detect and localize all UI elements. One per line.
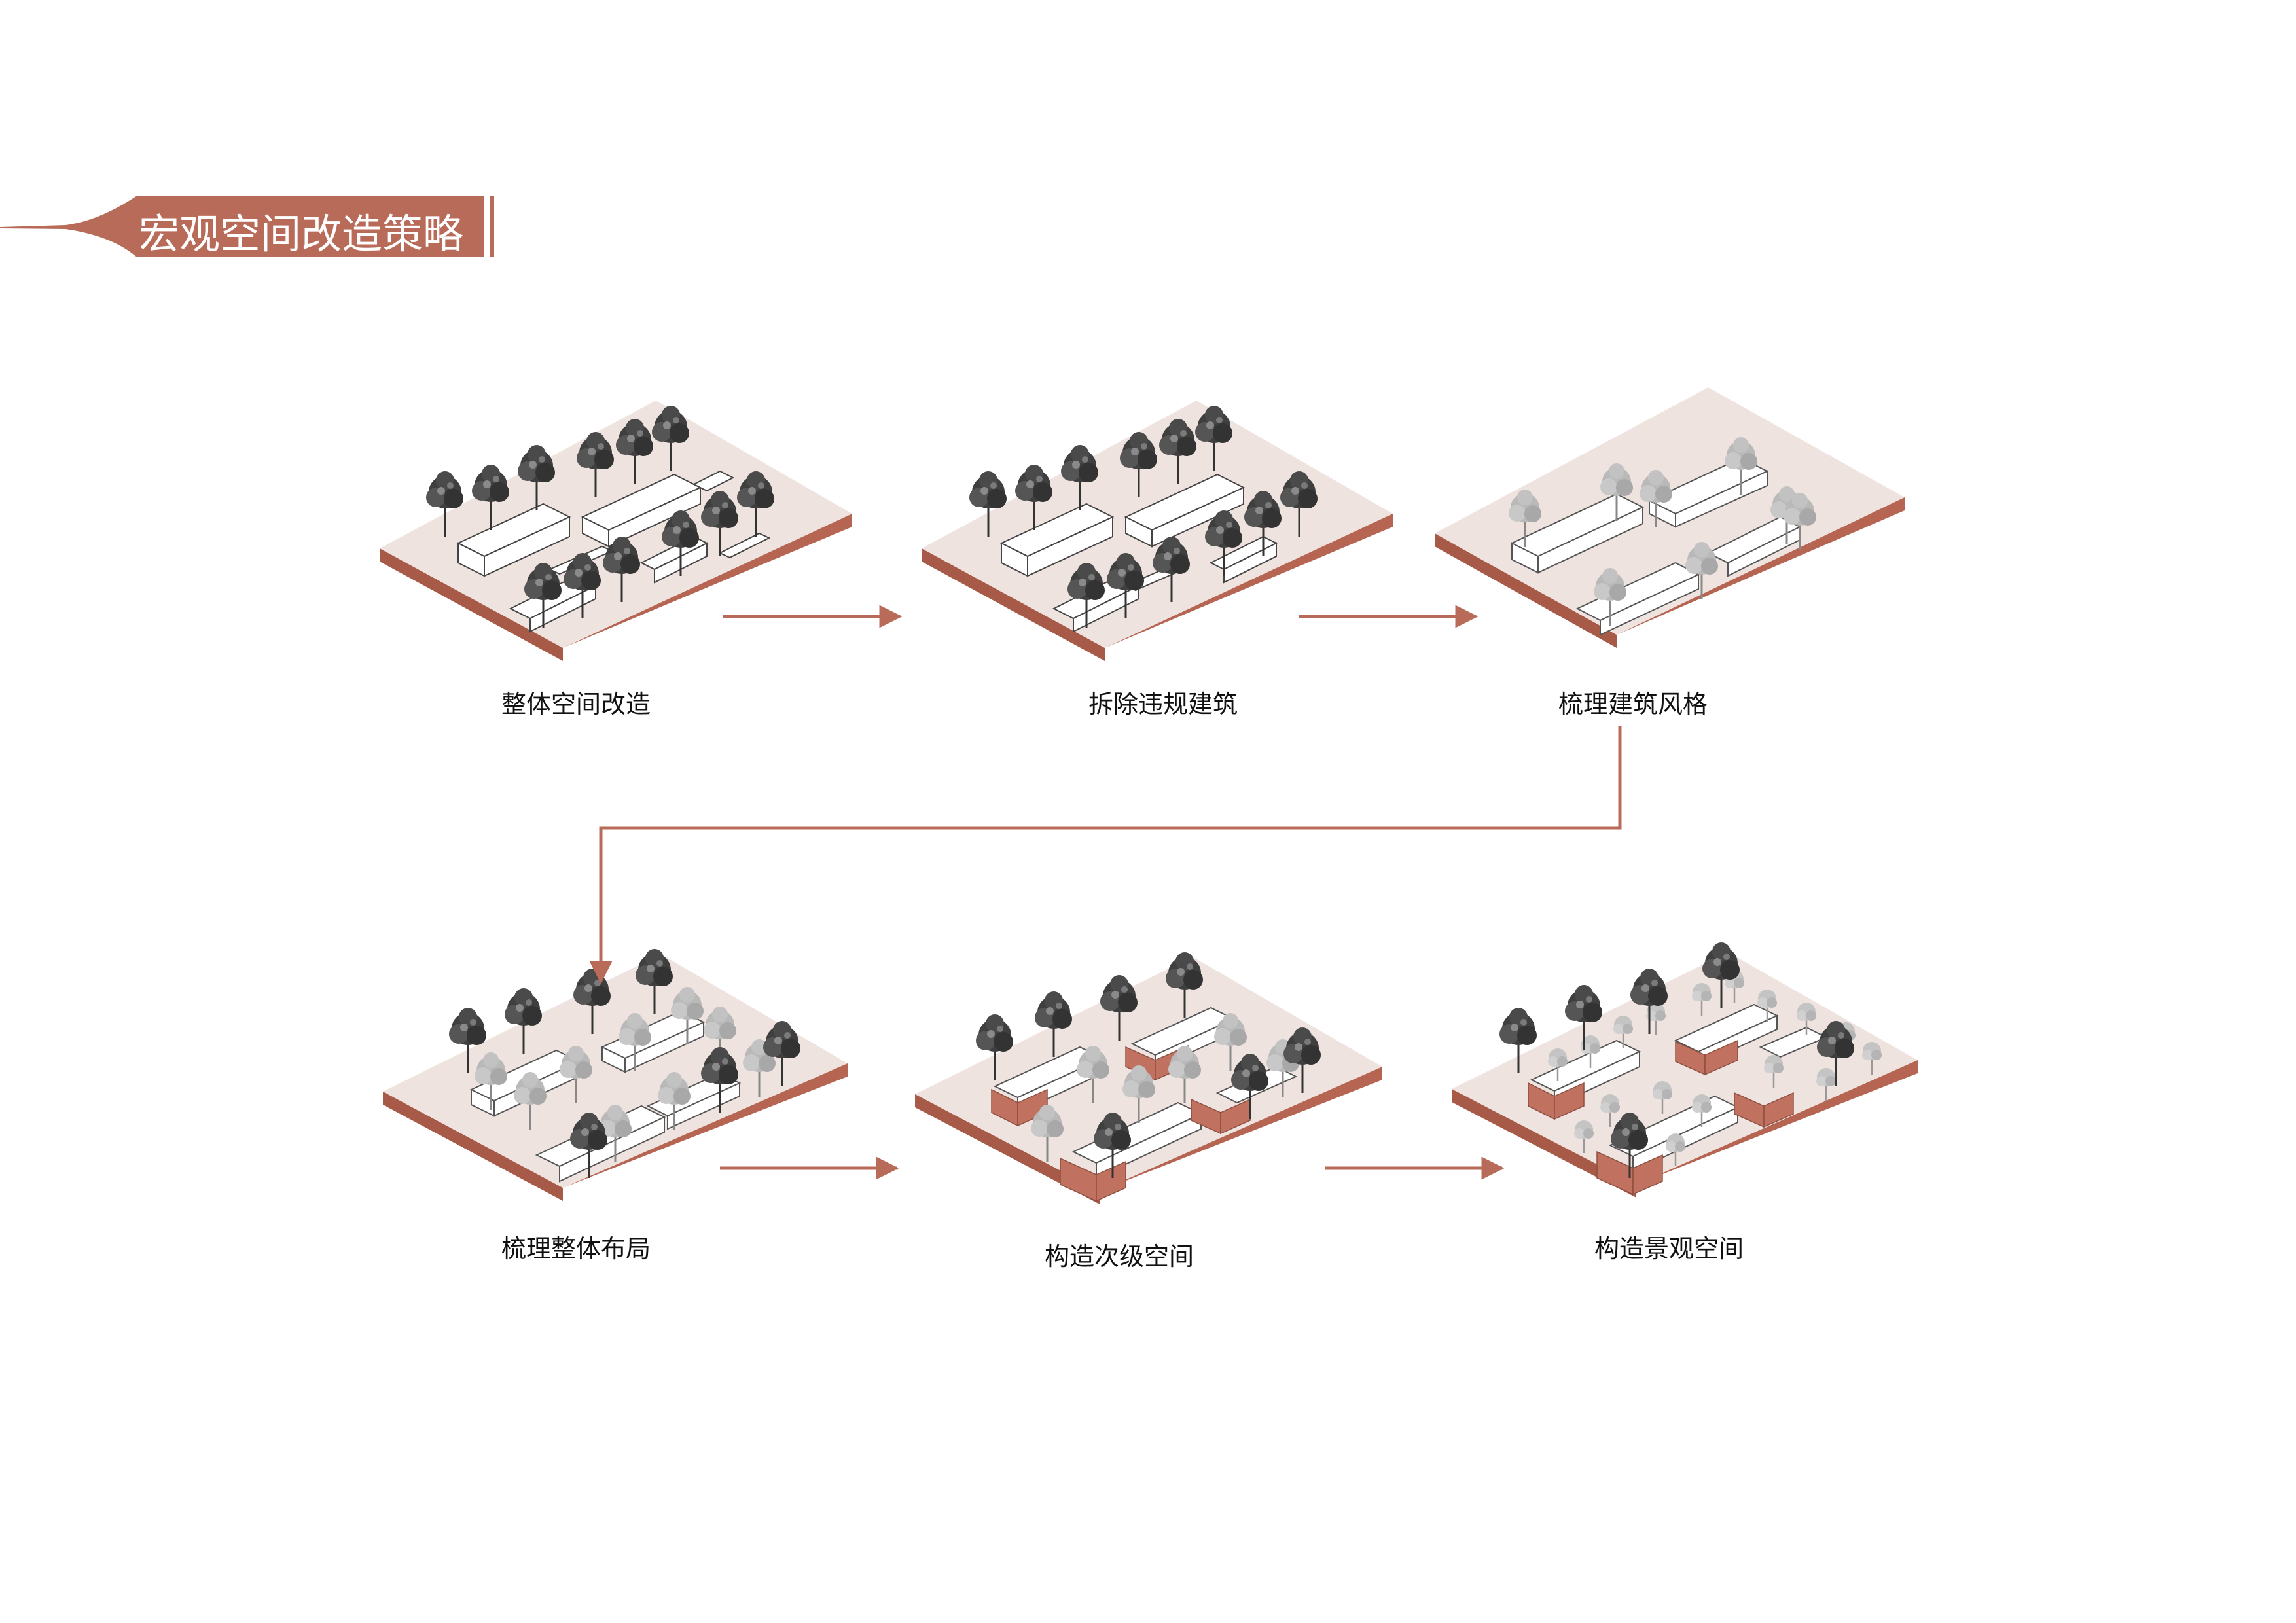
step1-model — [380, 401, 852, 661]
step-label-2: 拆除违规建筑 — [1088, 690, 1238, 719]
step2-model — [922, 401, 1393, 661]
page-title: 宏观空间改造策略 — [139, 210, 464, 258]
step-label-4: 梳理整体布局 — [501, 1234, 651, 1263]
step-label-6: 构造景观空间 — [1594, 1234, 1744, 1263]
step3-model — [1435, 387, 1905, 648]
title-banner — [0, 196, 494, 257]
step-label-5: 构造次级空间 — [1044, 1242, 1194, 1271]
flow-arrows — [589, 605, 1622, 1180]
step-label-3: 梳理建筑风格 — [1558, 690, 1708, 719]
step6-model — [1452, 941, 1918, 1198]
arrow-3-to-4 — [589, 726, 1622, 984]
step4-model — [383, 948, 848, 1201]
step5-model — [915, 951, 1382, 1204]
step-label-1: 整体空间改造 — [501, 690, 651, 719]
